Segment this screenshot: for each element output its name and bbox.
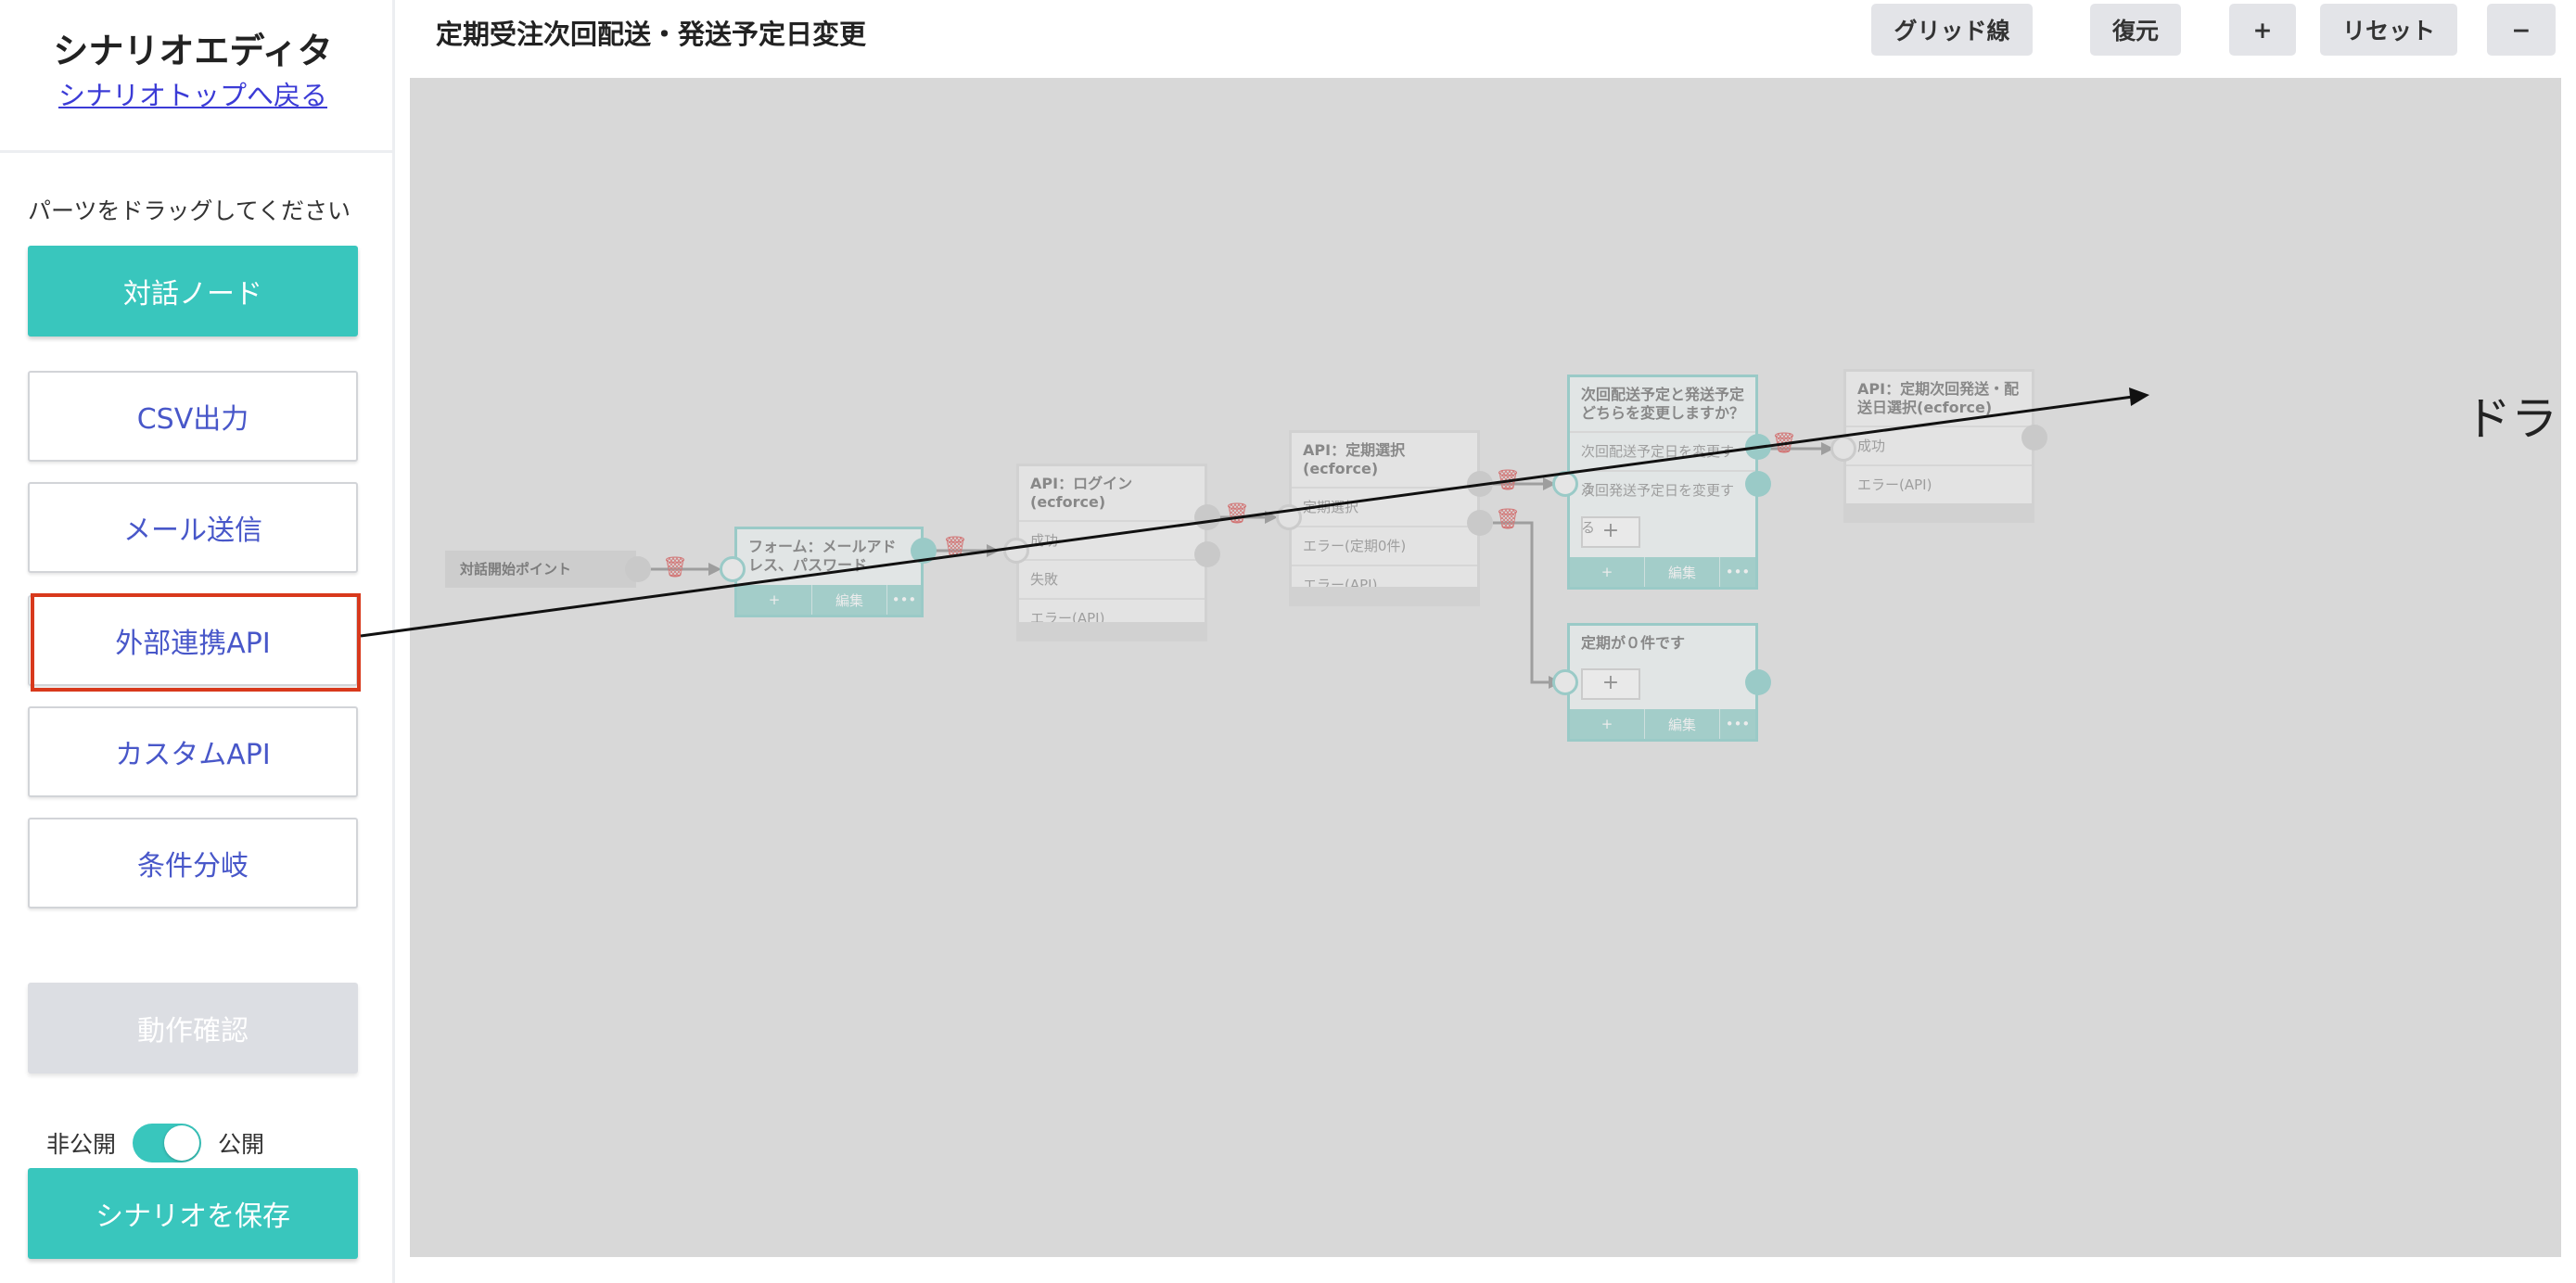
login-api-node[interactable]: API：ログイン(ecforce) 成功 失敗 エラー(API) xyxy=(1016,464,1207,642)
edit-button[interactable]: 編集 xyxy=(1645,557,1720,587)
node-footer xyxy=(1292,587,1477,603)
more-button[interactable]: ••• xyxy=(1725,716,1751,732)
publish-toggle-row: 非公開 公開 xyxy=(46,1124,264,1162)
drag-hint: パーツをドラッグしてください xyxy=(28,197,351,224)
reset-button[interactable]: リセット xyxy=(2320,4,2457,56)
external-api-part[interactable]: 外部連携API xyxy=(28,595,358,686)
trash-icon[interactable]: 🗑 xyxy=(942,536,968,559)
node-row-success: 成功 xyxy=(1846,426,2032,464)
edit-button[interactable]: 編集 xyxy=(812,585,887,615)
mail-send-part[interactable]: メール送信 xyxy=(28,482,358,573)
private-label: 非公開 xyxy=(46,1131,117,1158)
login-in-port[interactable] xyxy=(1003,538,1029,564)
sidebar: シナリオエディタ シナリオトップへ戻る パーツをドラッグしてください 対話ノード… xyxy=(0,0,395,1283)
select-api-node[interactable]: API：定期選択(ecforce) 定期選択 エラー(定期0件) エラー(API… xyxy=(1289,430,1480,606)
login-out-port-success[interactable] xyxy=(1194,504,1220,530)
select-out-port-select[interactable] xyxy=(1467,471,1493,497)
more-button[interactable]: ••• xyxy=(891,591,917,608)
add-button[interactable]: + xyxy=(1570,557,1645,587)
node-title: API：ログイン(ecforce) xyxy=(1030,475,1133,511)
trash-icon[interactable]: 🗑 xyxy=(662,556,688,579)
back-to-scenario-top-link[interactable]: シナリオトップへ戻る xyxy=(57,80,327,111)
sidebar-divider xyxy=(0,150,393,153)
app-title: シナリオエディタ xyxy=(53,31,333,71)
zero-in-port[interactable] xyxy=(1552,669,1578,695)
trash-icon[interactable]: 🗑 xyxy=(1495,508,1521,531)
form-out-port[interactable] xyxy=(911,538,937,564)
select-out-port-zero[interactable] xyxy=(1467,510,1493,536)
more-button[interactable]: ••• xyxy=(1725,564,1751,580)
csv-output-part[interactable]: CSV出力 xyxy=(28,371,358,462)
connector-lines xyxy=(636,442,1834,689)
custom-api-part[interactable]: カスタムAPI xyxy=(28,706,358,797)
next-in-port[interactable] xyxy=(1830,436,1856,462)
flow-canvas[interactable]: 対話開始ポイント 🗑 フォーム：メールアドレス、パスワード + 編集 ••• 🗑… xyxy=(410,78,2561,1257)
node-row-error-zero: エラー(定期0件) xyxy=(1292,526,1477,565)
node-row-error: エラー(API) xyxy=(1846,464,2032,503)
node-footer: + 編集 ••• xyxy=(1570,557,1755,587)
add-button[interactable]: + xyxy=(1570,709,1645,739)
save-scenario-button[interactable]: シナリオを保存 xyxy=(28,1168,358,1259)
node-footer xyxy=(1846,503,2032,520)
add-choice-button[interactable]: + xyxy=(1581,668,1640,700)
select-in-port[interactable] xyxy=(1276,504,1302,530)
node-title: フォーム：メールアドレス、パスワード xyxy=(748,538,897,574)
question-node[interactable]: 次回配送予定と発送予定どちらを変更しますか？ 次回配送予定日を変更する 次回発送… xyxy=(1567,375,1758,590)
node-footer: + 編集 ••• xyxy=(737,585,921,615)
trash-icon[interactable]: 🗑 xyxy=(1224,502,1250,526)
zoom-out-button[interactable]: − xyxy=(2487,4,2556,56)
node-title: 次回配送予定と発送予定どちらを変更しますか？ xyxy=(1581,386,1745,422)
zero-node[interactable]: 定期が０件です + + 編集 ••• xyxy=(1567,623,1758,742)
login-out-port-failure[interactable] xyxy=(1194,541,1220,567)
add-button[interactable]: + xyxy=(737,585,812,615)
node-footer xyxy=(1019,622,1205,639)
dialog-node-part[interactable]: 対話ノード xyxy=(28,246,358,337)
edit-button[interactable]: 編集 xyxy=(1645,709,1720,739)
node-title: API：定期選択(ecforce) xyxy=(1303,441,1406,477)
drag-drop-annotation: ドラッグ＆ドロップする xyxy=(2465,392,2561,446)
question-out-port-shipping[interactable] xyxy=(1745,471,1771,497)
public-label: 公開 xyxy=(218,1131,265,1158)
node-row-delivery: 次回配送予定日を変更する xyxy=(1570,431,1755,497)
trash-icon[interactable]: 🗑 xyxy=(1495,469,1521,492)
restore-button[interactable]: 復元 xyxy=(2090,4,2181,56)
start-out-port[interactable] xyxy=(625,556,651,582)
question-in-port[interactable] xyxy=(1552,471,1578,497)
node-row-failure: 失敗 xyxy=(1019,559,1205,598)
check-operation-button[interactable]: 動作確認 xyxy=(28,983,358,1073)
node-footer: + 編集 ••• xyxy=(1570,709,1755,739)
node-title: API：定期次回発送・配送日選択(ecforce) xyxy=(1857,380,2020,416)
question-out-port-delivery[interactable] xyxy=(1745,434,1771,460)
node-row-select: 定期選択 xyxy=(1292,487,1477,526)
form-in-port[interactable] xyxy=(720,556,746,582)
condition-branch-part[interactable]: 条件分岐 xyxy=(28,818,358,908)
zero-out-port[interactable] xyxy=(1745,669,1771,695)
node-row-success: 成功 xyxy=(1019,520,1205,559)
trash-icon[interactable]: 🗑 xyxy=(1771,432,1797,455)
grid-lines-button[interactable]: グリッド線 xyxy=(1871,4,2033,56)
form-node[interactable]: フォーム：メールアドレス、パスワード + 編集 ••• xyxy=(734,527,924,617)
node-title: 定期が０件です xyxy=(1581,634,1686,652)
start-node[interactable]: 対話開始ポイント xyxy=(445,551,636,588)
zoom-in-button[interactable]: + xyxy=(2229,4,2296,56)
publish-toggle[interactable] xyxy=(133,1124,202,1162)
node-row-shipping: 次回発送予定日を変更する xyxy=(1570,470,1755,536)
next-api-node[interactable]: API：定期次回発送・配送日選択(ecforce) 成功 エラー(API) xyxy=(1843,369,2034,523)
toggle-knob xyxy=(164,1125,200,1161)
page-title: 定期受注次回配送・発送予定日変更 xyxy=(436,19,867,50)
next-out-port[interactable] xyxy=(2021,425,2047,451)
